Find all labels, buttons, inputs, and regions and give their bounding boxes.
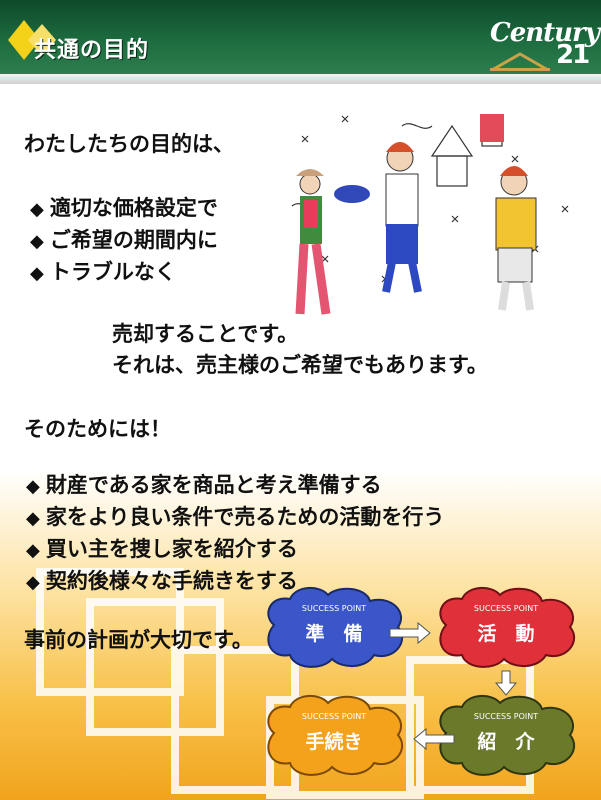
list-item: ◆家をより良い条件で売るための活動を行う xyxy=(26,505,445,529)
intro-bullet: ◆トラブルなく xyxy=(30,260,176,284)
diamond-icon xyxy=(8,20,56,60)
success-flow-diagram: SUCCESS POINT 準 備 SUCCESS POINT 活 動 SUCC… xyxy=(267,586,576,776)
success-point-label: SUCCESS POINT xyxy=(302,604,366,613)
list-item: ◆財産である家を商品と考え準備する xyxy=(26,473,382,497)
three-people-illustration xyxy=(291,114,569,315)
intro-conclusion: 売却することです。 xyxy=(112,322,299,346)
flow-step-label: 手続き xyxy=(305,730,362,753)
flow-step-prep: SUCCESS POINT 準 備 xyxy=(267,586,404,668)
list-item: ◆買い主を捜し家を紹介する xyxy=(26,537,298,561)
flow-step-activity: SUCCESS POINT 活 動 xyxy=(439,586,576,668)
flow-step-label: 紹 介 xyxy=(477,730,535,753)
intro-bullet: ◆ご希望の期間内に xyxy=(30,228,218,252)
diamond-bullet-icon: ◆ xyxy=(26,540,40,561)
century21-logo xyxy=(490,52,550,72)
list-item: ◆契約後様々な手続きをする xyxy=(26,569,298,593)
success-point-label: SUCCESS POINT xyxy=(302,712,366,721)
flow-step-introduction: SUCCESS POINT 紹 介 xyxy=(439,694,576,776)
diamond-bullet-icon: ◆ xyxy=(30,231,44,252)
diamond-bullet-icon: ◆ xyxy=(30,263,44,284)
diamond-bullet-icon: ◆ xyxy=(26,476,40,497)
diamond-bullet-icon: ◆ xyxy=(30,199,44,220)
closing-text: 事前の計画が大切です。 xyxy=(24,628,253,652)
intro-conclusion: それは、売主様のご希望でもあります。 xyxy=(112,353,488,377)
diamond-bullet-icon: ◆ xyxy=(26,508,40,529)
diamond-bullet-icon: ◆ xyxy=(26,572,40,593)
decorative-outline xyxy=(36,568,534,799)
section-heading: そのためには！ xyxy=(24,417,171,441)
intro-lead: わたしたちの目的は、 xyxy=(24,132,234,156)
logo-number: 21 xyxy=(556,40,590,70)
intro-bullet: ◆適切な価格設定で xyxy=(30,196,218,220)
flow-step-label: 準 備 xyxy=(305,622,362,645)
success-point-label: SUCCESS POINT xyxy=(474,604,538,613)
page-title: 共通の目的 xyxy=(34,38,150,63)
flow-step-procedure: SUCCESS POINT 手続き xyxy=(267,694,404,776)
header-divider xyxy=(0,74,601,84)
flow-arrow-icon xyxy=(389,621,518,751)
flow-step-label: 活 動 xyxy=(477,622,534,645)
logo-text: Century xyxy=(490,18,600,48)
success-point-label: SUCCESS POINT xyxy=(474,712,538,721)
